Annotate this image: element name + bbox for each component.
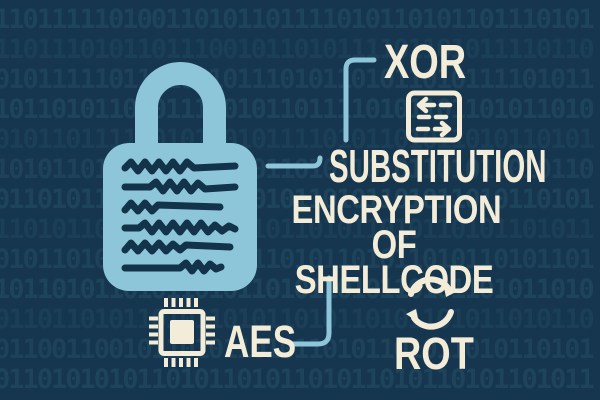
binary-row: 1011010110101111010110111101011011010110… — [0, 94, 595, 125]
label-rot: ROT — [394, 328, 474, 379]
connector-aes-to-title — [290, 275, 332, 347]
padlock-scribble-lines — [121, 158, 239, 275]
binary-row: 0101101011010110101101011010110101101011… — [0, 244, 595, 275]
binary-row: 0110101101011010110101101011010110101101… — [0, 184, 595, 215]
cpu-chip-icon — [149, 298, 215, 367]
connector-lock-to-substitution — [265, 155, 323, 169]
connector-xor-drop — [343, 57, 377, 143]
binary-row: 1011010110101101011010110101101011010110… — [0, 274, 595, 305]
binary-row: 0110110101101011010110101101011010110101… — [0, 304, 595, 335]
padlock-shackle — [135, 62, 226, 147]
binary-row: 0101101111001011010111101011010110101101… — [0, 124, 595, 155]
label-substitution: SUBSTITUTION — [329, 140, 547, 192]
binary-row: 1010110101101011010110101101011010110101… — [0, 154, 595, 185]
padlock-icon — [103, 62, 257, 291]
binary-row: 1101110101101110010110101111011010111101… — [0, 34, 595, 65]
label-aes: AES — [224, 316, 297, 367]
diagram-title: ENCRYPTION OF SHELLCODE — [291, 188, 502, 302]
label-xor: XOR — [384, 36, 467, 89]
padlock-body — [103, 143, 257, 291]
title-line-2: OF SHELLCODE — [294, 223, 494, 302]
binary-row: 0101111101101001011101011010110101111010… — [0, 64, 595, 95]
rotate-arrows-icon — [406, 276, 456, 330]
binary-row: 1101111101001101011011110101101011011101… — [0, 4, 595, 35]
title-line-1: ENCRYPTION — [291, 188, 502, 232]
binary-row: 0110101010110101101011010110101101011010… — [0, 364, 595, 395]
binary-row: 1101011010110101101011010110101101011010… — [0, 214, 595, 245]
substitution-mapping-icon — [406, 90, 462, 143]
binary-row: 0110011001011010110101101011010110101101… — [0, 334, 595, 365]
